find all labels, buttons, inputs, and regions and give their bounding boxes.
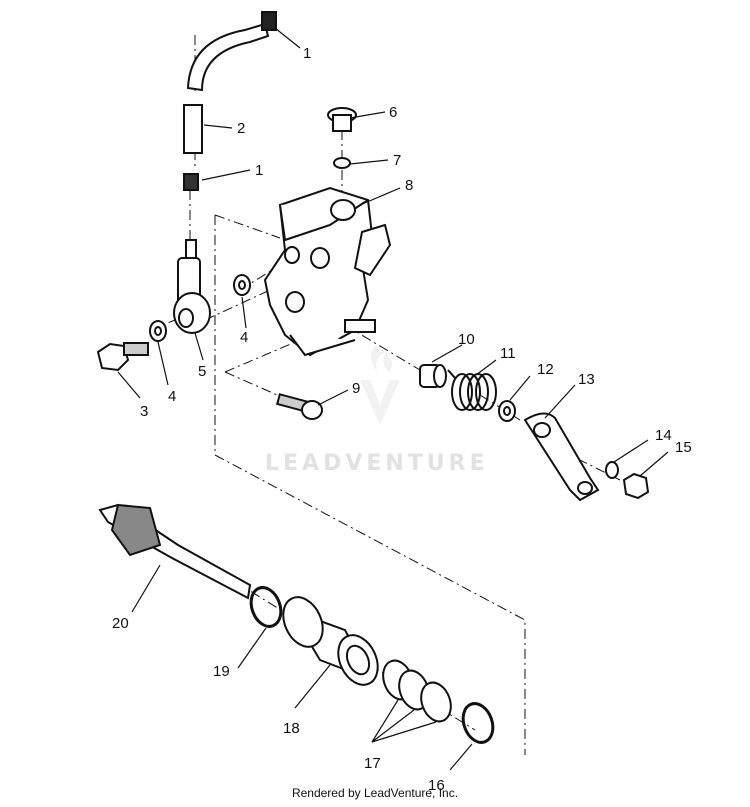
callout-4b: 4: [240, 329, 248, 346]
shim-washers: [382, 659, 452, 723]
collar: [419, 364, 447, 388]
hose-assembly: [183, 11, 277, 263]
callout-3: 3: [140, 403, 148, 420]
washer-12: [498, 400, 516, 422]
callout-1a: 1: [303, 45, 311, 62]
mounting-screw: [275, 393, 323, 420]
control-lever: [523, 412, 600, 502]
callout-17: 17: [364, 755, 381, 772]
banjo-screw-top: [327, 107, 357, 169]
callout-10: 10: [458, 331, 475, 348]
callout-13: 13: [578, 371, 595, 388]
leader-lines: [117, 27, 669, 771]
watermark-text: LEADVENTURE: [265, 451, 489, 476]
return-spring: [447, 369, 497, 411]
pump-sleeve: [282, 596, 379, 686]
callout-12: 12: [537, 361, 554, 378]
banjo-bolt: [96, 342, 149, 372]
callout-15: 15: [675, 439, 692, 456]
drive-gear-shaft: [98, 503, 252, 600]
callout-19: 19: [213, 663, 230, 680]
banjo-fitting: [173, 257, 211, 334]
callout-7: 7: [393, 152, 401, 169]
callout-4a: 4: [168, 388, 176, 405]
callout-16: 16: [428, 777, 445, 794]
oil-pump-body: [263, 186, 392, 357]
callout-18: 18: [283, 720, 300, 737]
callout-2: 2: [237, 120, 245, 137]
footer-credit: Rendered by LeadVenture, Inc.: [291, 786, 459, 800]
callout-9: 9: [352, 380, 360, 397]
callout-5: 5: [198, 363, 206, 380]
o-rings: [249, 586, 495, 744]
callout-20: 20: [112, 615, 129, 632]
callout-6: 6: [389, 104, 397, 121]
callout-labels: 1 2 1 3 4 4 5 6 7 8 9 10 11 12 13 14 15 …: [112, 45, 692, 794]
watermark-logo: [360, 345, 400, 425]
callout-8: 8: [405, 177, 413, 194]
callout-11: 11: [500, 345, 516, 362]
washers: [149, 274, 251, 342]
nut-and-washer: [605, 461, 650, 500]
callout-14: 14: [655, 427, 672, 444]
callout-1b: 1: [255, 162, 263, 179]
